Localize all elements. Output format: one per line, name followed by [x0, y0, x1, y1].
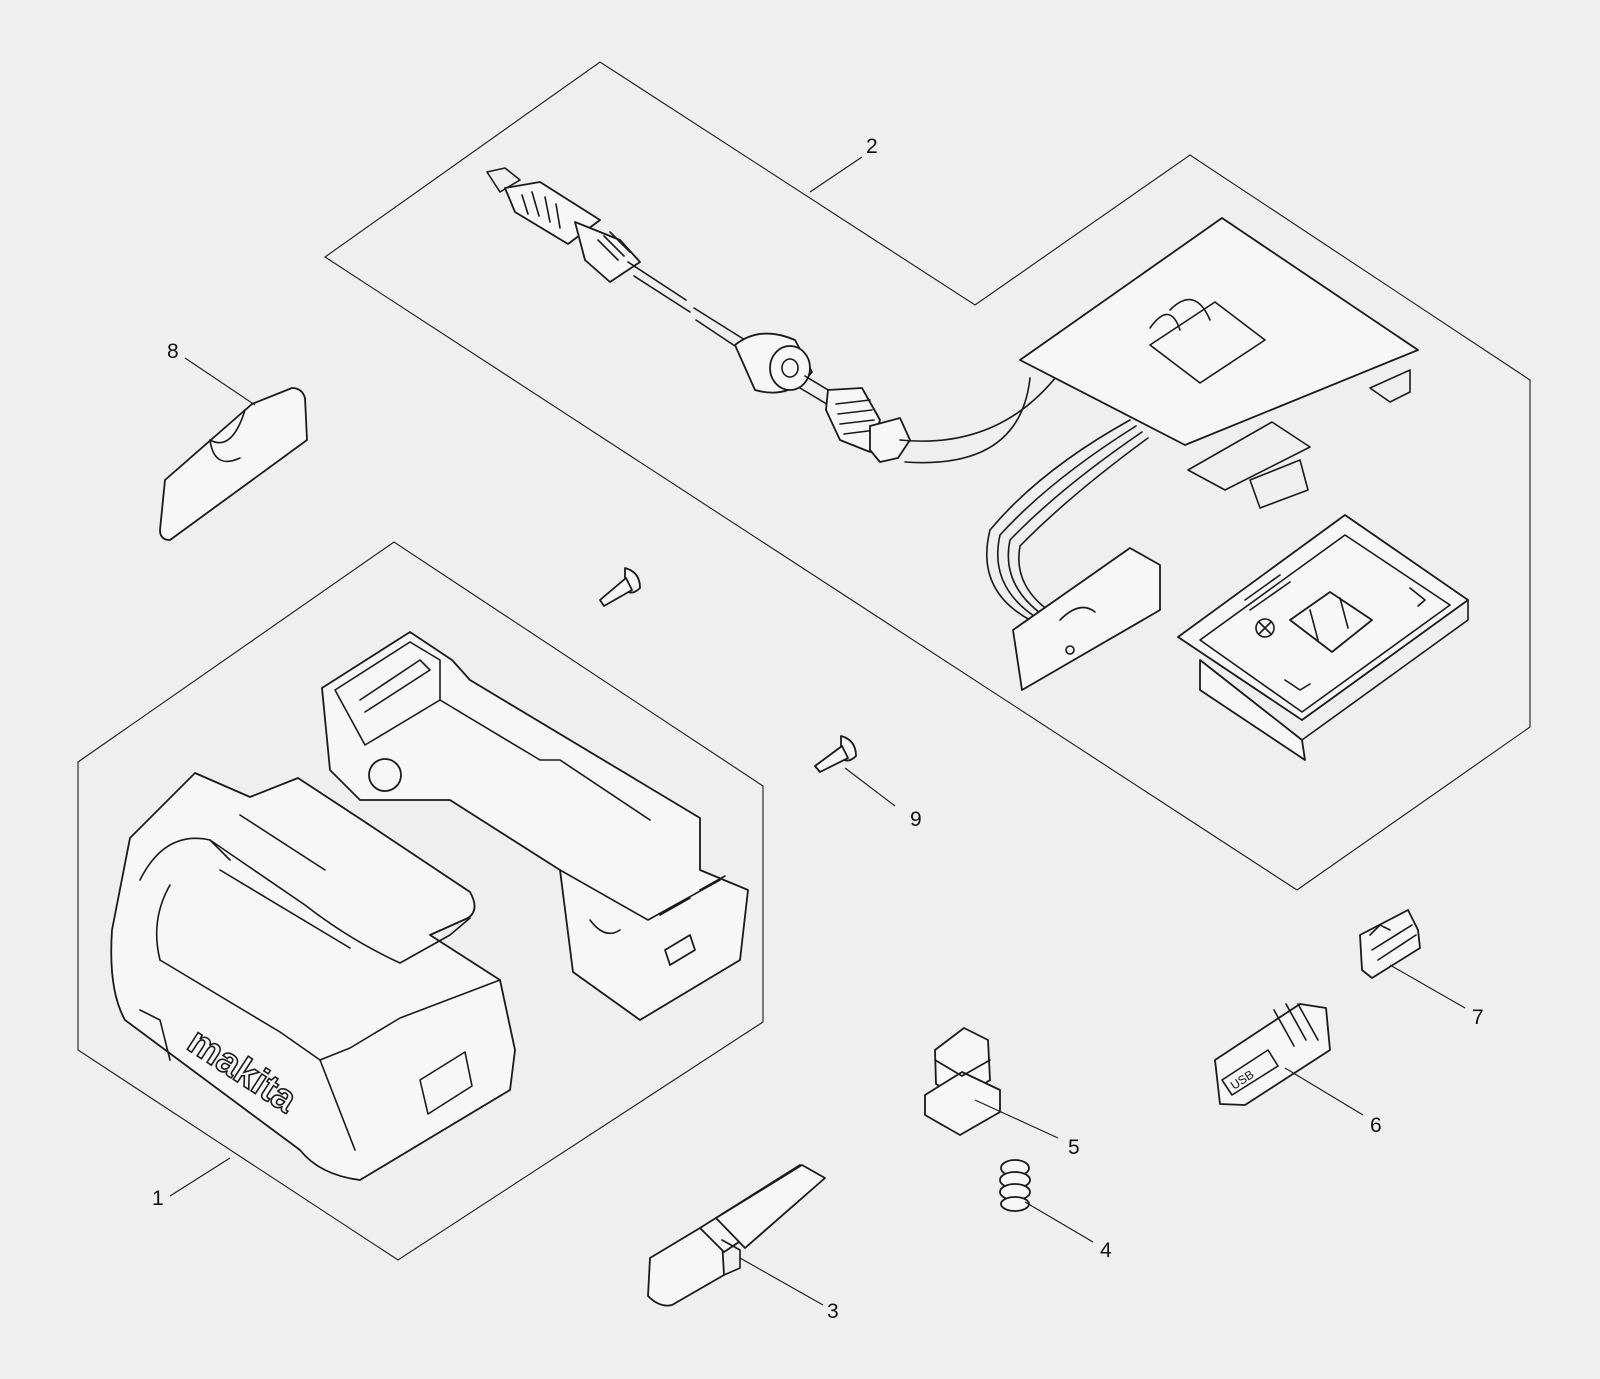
switch-knob-icon: [1359, 909, 1421, 979]
callout-part-4: 4: [1100, 1239, 1112, 1262]
callout-part-1: 1: [152, 1187, 164, 1210]
assembly-outline-part-1: [77, 541, 764, 1261]
callout-numbers: 1 2 3 4 5 6 7 8 9: [152, 135, 1484, 1323]
callout-part-8: 8: [167, 340, 179, 363]
callout-part-3: 3: [827, 1300, 839, 1323]
circuit-board-cable-icon: [486, 167, 1469, 761]
callout-part-2: 2: [866, 135, 878, 158]
leader-lines: [169, 156, 1466, 1306]
label-sticker-icon: [159, 387, 308, 541]
hook-clip-icon: [647, 1164, 826, 1307]
assembly-outline-part-2: [324, 61, 1531, 891]
callout-part-6: 6: [1370, 1114, 1382, 1137]
usb-cover-icon: USB: [1214, 1003, 1331, 1106]
callout-part-7: 7: [1472, 1006, 1484, 1029]
battery-housing-icon: makita: [110, 631, 749, 1181]
tapping-screw-icon: [599, 567, 857, 773]
callout-part-5: 5: [1068, 1136, 1080, 1159]
compression-spring-icon: [999, 1159, 1031, 1212]
callout-part-9: 9: [910, 808, 922, 831]
latch-button-icon: [924, 1027, 1001, 1136]
